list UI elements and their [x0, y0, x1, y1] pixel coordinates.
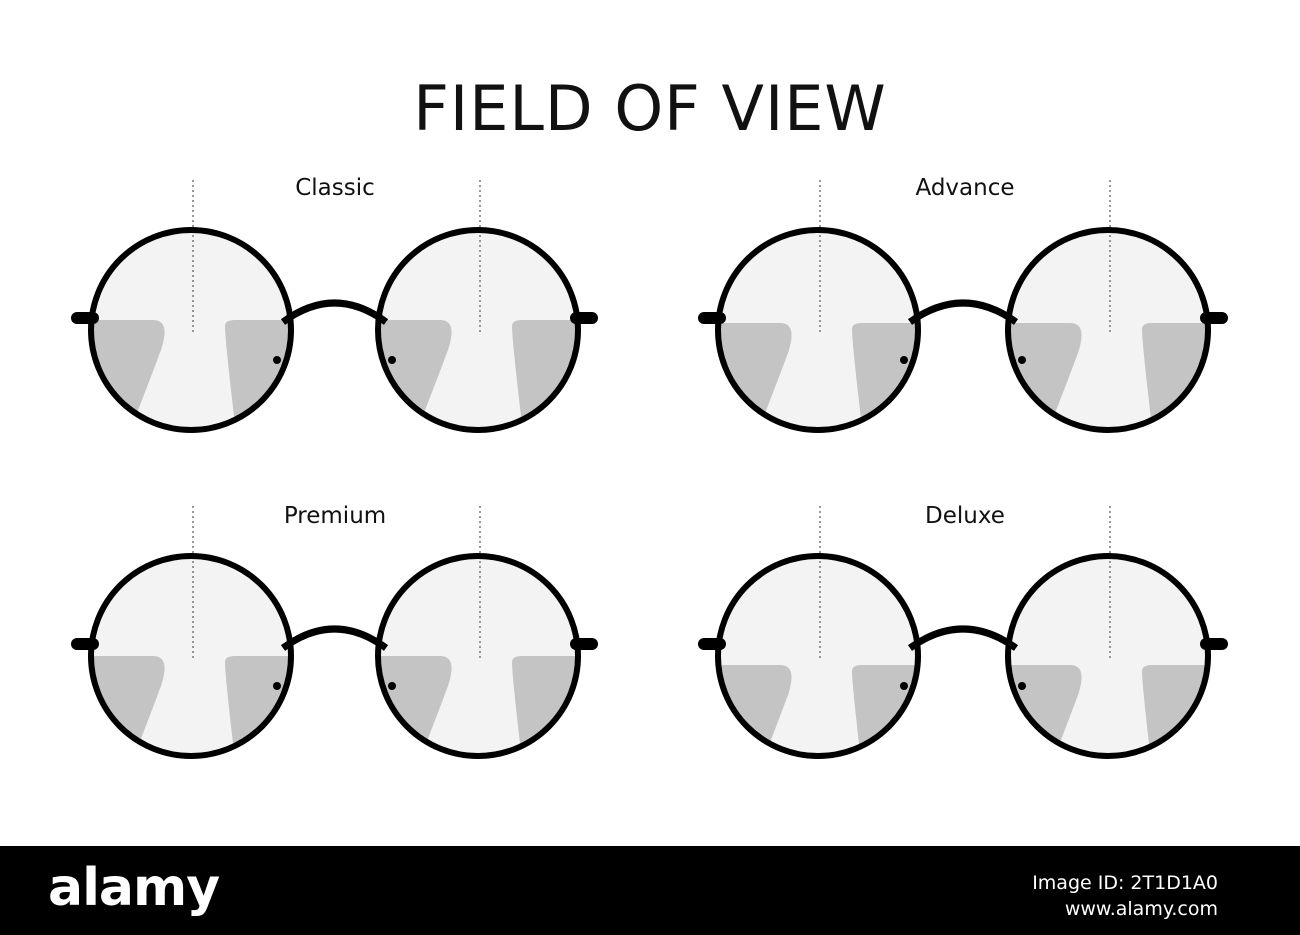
left-rim-classic [88, 227, 294, 433]
outer-blur-zone [1011, 665, 1082, 753]
left-temple-stub [698, 638, 726, 650]
left-temple-stub [698, 312, 726, 324]
page-title: FIELD OF VIEW [413, 72, 887, 145]
right-rim-classic [375, 227, 581, 433]
glasses-classic [71, 180, 598, 433]
nose-pad-left [273, 682, 281, 690]
left-rim-premium [88, 553, 294, 759]
right-temple-stub [1200, 638, 1228, 650]
glasses-advance [698, 180, 1228, 433]
nose-pad-left [900, 682, 908, 690]
left-temple-stub [71, 638, 99, 650]
bridge-advance [907, 299, 1019, 325]
inner-blur-zone [225, 656, 288, 753]
right-rim-premium [375, 553, 581, 759]
right-temple-stub [570, 312, 598, 324]
footer-url: www.alamy.com [1064, 898, 1218, 920]
right-temple-stub [570, 638, 598, 650]
footer-brand-logo: alamy [48, 858, 220, 918]
bridge-classic [280, 299, 389, 325]
footer-bar: alamy Image ID: 2T1D1A0 www.alamy.com [0, 846, 1300, 935]
bridge-premium [280, 625, 389, 651]
footer-image-id: Image ID: 2T1D1A0 [1032, 872, 1218, 894]
outer-blur-zone [381, 656, 452, 753]
outer-blur-zone [94, 656, 165, 753]
nose-pad-left [273, 356, 281, 364]
left-rim-advance [715, 227, 921, 433]
nose-pad-right [388, 682, 396, 690]
right-rim-advance [1005, 227, 1211, 433]
glasses-diagram [71, 180, 1228, 759]
variant-label-advance: Advance [915, 175, 1015, 201]
nose-pad-left [900, 356, 908, 364]
outer-blur-zone [721, 665, 792, 753]
nose-pad-right [388, 356, 396, 364]
variant-label-premium: Premium [283, 503, 387, 529]
right-rim-deluxe [1005, 553, 1211, 759]
nose-pad-right [1018, 682, 1026, 690]
left-rim-deluxe [715, 553, 921, 759]
right-temple-stub [1200, 312, 1228, 324]
bridge-deluxe [907, 625, 1019, 651]
left-temple-stub [71, 312, 99, 324]
glasses-deluxe [698, 506, 1228, 759]
variant-label-classic: Classic [295, 175, 375, 201]
glasses-premium [71, 506, 598, 759]
variant-label-deluxe: Deluxe [925, 503, 1005, 529]
inner-blur-zone [512, 656, 575, 753]
inner-blur-zone [1142, 665, 1205, 753]
inner-blur-zone [852, 665, 915, 753]
nose-pad-right [1018, 356, 1026, 364]
